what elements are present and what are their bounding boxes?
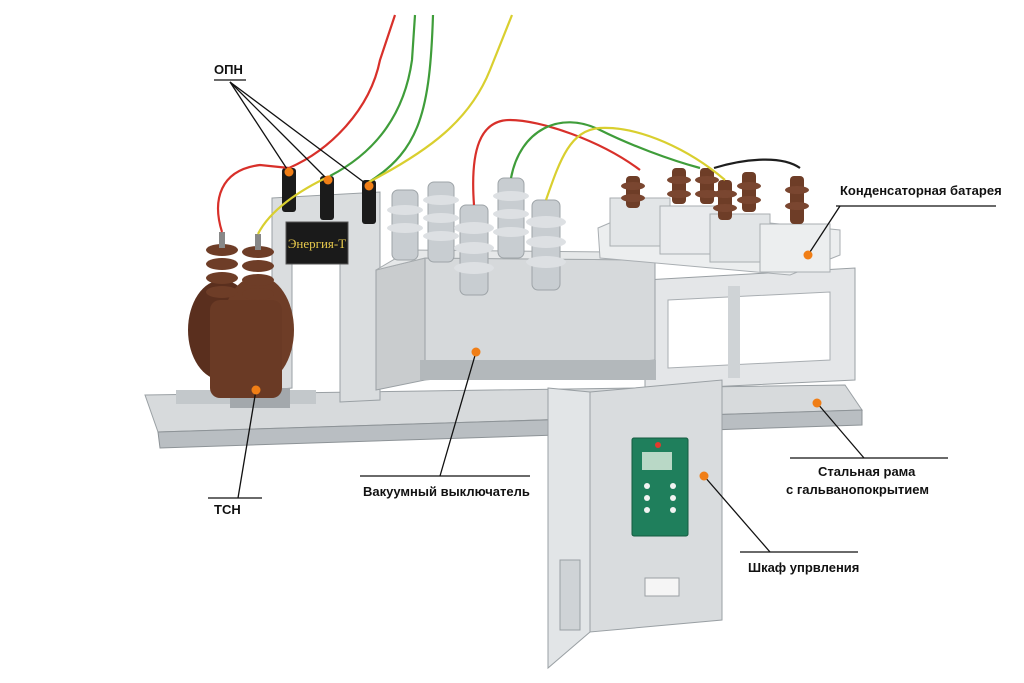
callout-cabinet: Шкаф упрвления: [699, 471, 859, 575]
callout-tsn-dot: [251, 385, 261, 395]
callout-capacitor-label: Конденсаторная батарея: [840, 183, 1002, 198]
callout-frame: Стальная рама с гальванопокрытием: [786, 398, 948, 497]
callout-vacuum-label: Вакуумный выключатель: [363, 484, 530, 499]
callout-tsn: ТСН: [208, 385, 262, 517]
brand-plate-text: Энергия-Т: [288, 236, 346, 251]
vacuum-breaker: [375, 177, 656, 391]
callout-opn: ОПН: [214, 62, 374, 191]
callout-cabinet-dot: [699, 471, 709, 481]
callout-opn-label: ОПН: [214, 62, 243, 77]
control-cabinet: [547, 379, 723, 670]
brand-plate: Энергия-Т: [285, 221, 349, 265]
callout-capacitor: Конденсаторная батарея: [803, 183, 1002, 260]
callout-vacuum-dot: [471, 347, 481, 357]
callout-opn-dot-2: [323, 175, 333, 185]
callout-cabinet-label: Шкаф упрвления: [748, 560, 859, 575]
callouts: ОПН Конденсаторная батарея Стальная рама…: [208, 62, 1002, 575]
callout-opn-dot-3: [364, 181, 374, 191]
callout-opn-dot-1: [284, 167, 294, 177]
capacitor-bank: [597, 168, 841, 276]
callout-frame-label-line1: Стальная рама: [818, 464, 916, 479]
callout-capacitor-dot: [803, 250, 813, 260]
auxiliary-transformer: [188, 232, 294, 408]
callout-frame-label-line2: с гальванопокрытием: [786, 482, 929, 497]
callout-frame-dot: [812, 398, 822, 408]
callout-tsn-label: ТСН: [214, 502, 241, 517]
wires: [217, 14, 801, 235]
callout-vacuum: Вакуумный выключатель: [360, 347, 530, 499]
